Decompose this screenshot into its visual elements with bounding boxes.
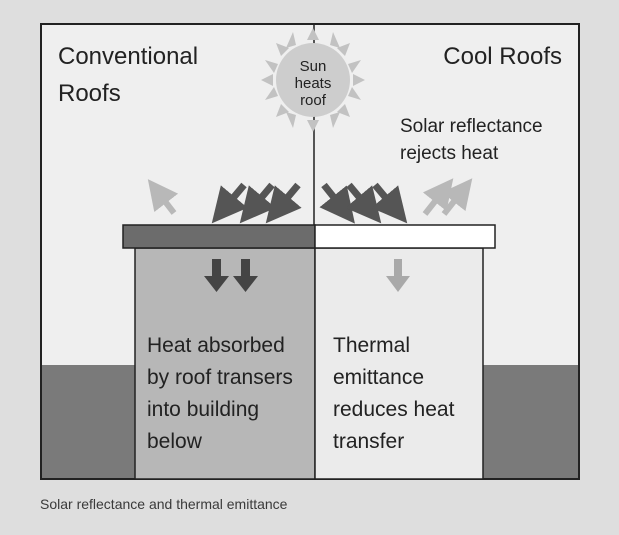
- ground-right: [483, 365, 578, 478]
- conventional-heading-line2: Roofs: [58, 80, 121, 107]
- figure-caption: Solar reflectance and thermal emittance: [40, 496, 288, 512]
- absorbed-text-line3: into building: [147, 398, 259, 421]
- emittance-text-line4: transfer: [333, 430, 404, 453]
- heat-transfer-arrows-conventional: [204, 259, 258, 292]
- reflected-arrows-right: [422, 178, 473, 216]
- reflected-arrow-left: [147, 179, 179, 215]
- absorbed-text-line4: below: [147, 430, 203, 453]
- sun-icon: [261, 28, 365, 132]
- emittance-text-line1: Thermal: [333, 334, 410, 357]
- reflectance-note-line2: rejects heat: [400, 143, 499, 164]
- ground-left: [42, 365, 135, 478]
- emittance-text-line2: emittance: [333, 366, 424, 389]
- reflectance-note-line1: Solar reflectance: [400, 116, 543, 137]
- incoming-solar-arrows-right: [319, 182, 408, 224]
- sun-label-line3: roof: [300, 92, 327, 109]
- light-roof: [314, 224, 496, 249]
- conventional-building: [134, 247, 316, 480]
- absorbed-text-line2: by roof transers: [147, 366, 293, 389]
- absorbed-text-line1: Heat absorbed: [147, 334, 285, 357]
- incoming-solar-arrows-left: [211, 182, 302, 224]
- dark-roof: [122, 224, 316, 249]
- cool-heading: Cool Roofs: [443, 43, 562, 70]
- emittance-text-line3: reduces heat: [333, 398, 455, 421]
- sun-label-line2: heats: [295, 75, 332, 92]
- sun-label-line1: Sun: [300, 58, 327, 75]
- conventional-heading-line1: Conventional: [58, 43, 198, 70]
- heat-transfer-arrow-cool: [386, 259, 410, 292]
